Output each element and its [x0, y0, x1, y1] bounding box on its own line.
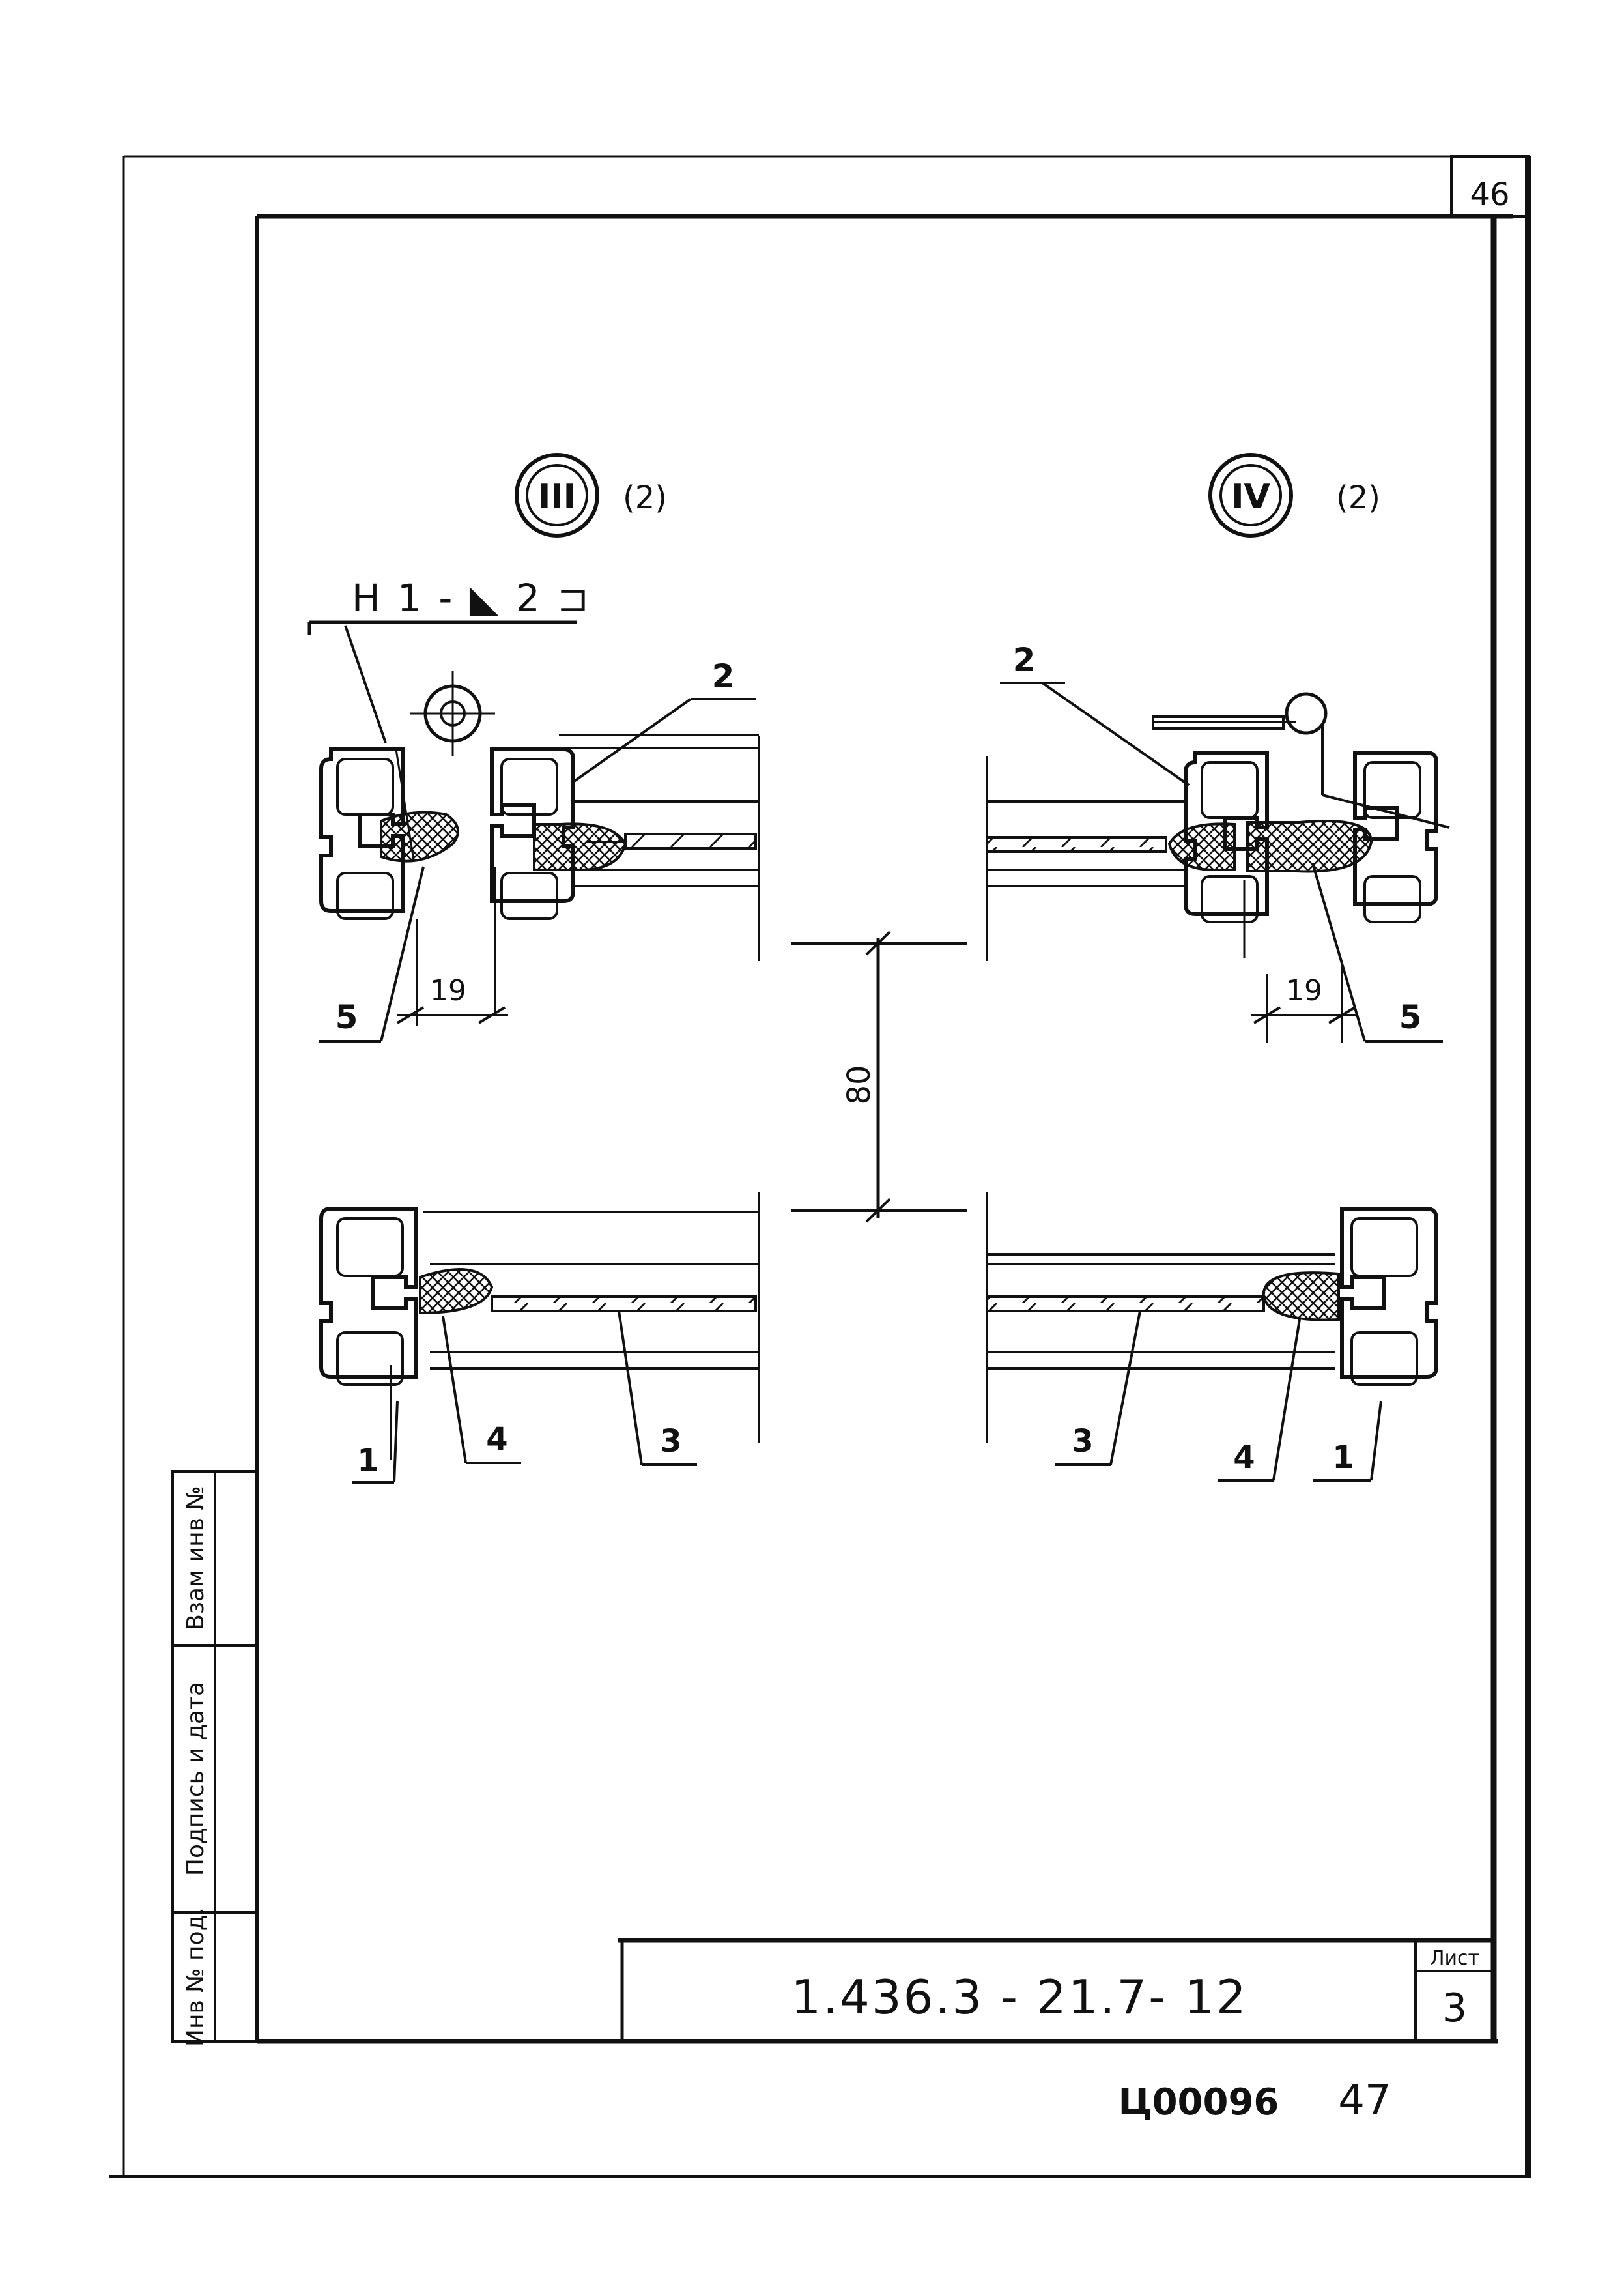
title-block	[618, 1938, 1494, 2041]
lower-left-assembly	[319, 1192, 760, 1460]
detail-marker-iv-label: IV	[1231, 478, 1270, 517]
lower-right-assembly	[986, 1192, 1438, 1443]
leader-part-3-left	[618, 1310, 697, 1466]
callout-1-right: 1	[1332, 1439, 1354, 1476]
archive-code: Ц00096	[1118, 2081, 1279, 2124]
leader-part-4-left	[442, 1316, 521, 1464]
callout-4-left: 4	[486, 1421, 507, 1458]
dimension-19-right: 19	[1286, 974, 1322, 1007]
detail-iii-qty: (2)	[623, 480, 667, 516]
callout-2-right: 2	[1013, 641, 1036, 679]
upper-left-assembly	[319, 671, 760, 1016]
corner-sheet-number: 46	[1470, 177, 1509, 213]
leader-part-1-left	[352, 1400, 399, 1484]
callout-2-left: 2	[712, 657, 735, 695]
weld-leader	[307, 620, 577, 743]
leader-part-2-right	[1000, 682, 1190, 786]
sheet-label: Лист	[1430, 1947, 1479, 1970]
stamp-signature-label: Подпись и дата	[182, 1682, 209, 1876]
dim-80	[791, 930, 967, 1223]
leader-part-5-right	[1311, 863, 1443, 1043]
side-stamp	[171, 1470, 259, 2043]
sheet-number: 3	[1442, 1985, 1467, 2031]
callout-3-left: 3	[660, 1423, 681, 1460]
detail-marker-iv: IV	[1208, 453, 1293, 538]
detail-marker-iii: III	[515, 453, 599, 538]
leader-part-2-left	[572, 698, 756, 783]
stamp-replacement-label: Взам инв №	[182, 1486, 209, 1630]
dimension-80: 80	[841, 1065, 877, 1104]
callout-4-right: 4	[1233, 1439, 1255, 1476]
leader-part-4-right	[1218, 1319, 1301, 1482]
dim-19-right	[1251, 964, 1358, 1043]
callout-3-right: 3	[1072, 1423, 1093, 1460]
detail-iv-qty: (2)	[1336, 480, 1380, 516]
callout-1-left: 1	[357, 1443, 378, 1479]
dim-19-left	[396, 919, 508, 1026]
leader-part-1-right	[1313, 1400, 1382, 1482]
leader-part-5-left	[319, 866, 425, 1043]
callout-5-left: 5	[335, 998, 358, 1036]
upper-right-assembly	[986, 692, 1450, 961]
page-number: 47	[1338, 2077, 1391, 2125]
sheet-frame	[109, 155, 1531, 2178]
stamp-inventory-label: Инв № под.	[182, 1907, 209, 2047]
document-code: 1.436.3 - 21.7- 12	[791, 1970, 1247, 2024]
callout-5-right: 5	[1399, 998, 1422, 1036]
weld-mark-text: Н 1 - ◣ 2 ⊐	[352, 576, 591, 620]
detail-marker-iii-label: III	[538, 478, 576, 517]
dimension-19-left: 19	[430, 974, 466, 1007]
leader-part-3-right	[1055, 1310, 1141, 1466]
